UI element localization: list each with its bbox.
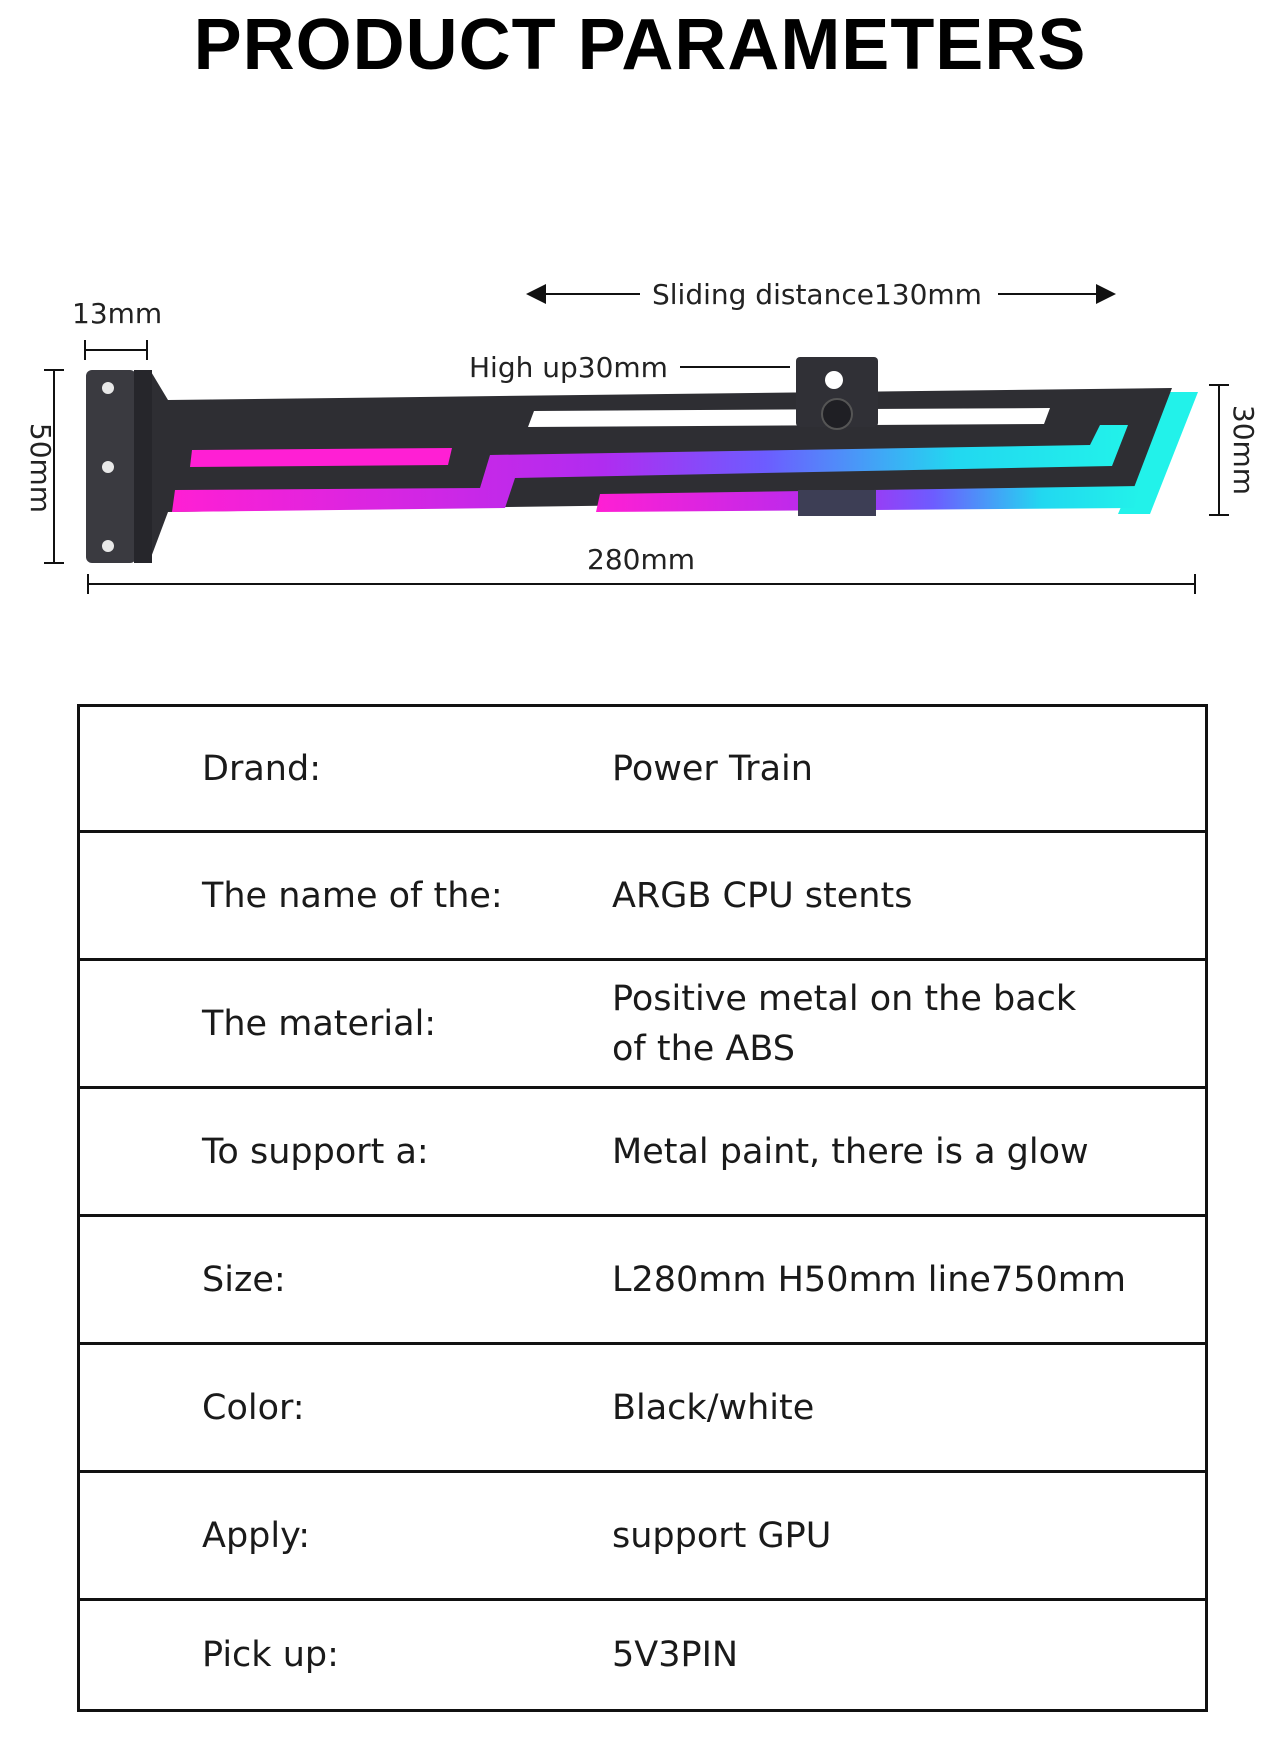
- screw-hole-bottom: [102, 540, 114, 552]
- product-dimension-diagram: Sliding distance130mm High up30mm 13mm 5…: [24, 278, 1260, 594]
- sliding-distance-label: Sliding distance130mm: [652, 278, 982, 311]
- spec-row-pickup: Pick up: 5V3PIN: [80, 1601, 1205, 1709]
- slider-block: [796, 357, 878, 427]
- spec-value-apply: support GPU: [612, 1515, 832, 1556]
- height-dimension: [44, 369, 64, 564]
- high-up-label: High up30mm: [469, 351, 668, 384]
- screw-hole-middle: [102, 461, 114, 473]
- spec-row-size: Size: L280mm H50mm line750mm: [80, 1217, 1205, 1345]
- spec-row-apply: Apply: support GPU: [80, 1473, 1205, 1601]
- arm-height-label: 30mm: [1227, 405, 1260, 495]
- spec-label-brand: Drand:: [202, 748, 321, 789]
- height-label: 50mm: [24, 423, 57, 513]
- spec-value-pickup: 5V3PIN: [612, 1635, 739, 1675]
- cyan-edge-glow: [1118, 392, 1198, 514]
- arm-height-dimension: [1209, 384, 1229, 516]
- spec-row-color: Color: Black/white: [80, 1345, 1205, 1473]
- length-label: 280mm: [587, 543, 695, 576]
- gpu-bracket-illustration: [86, 357, 1198, 563]
- glow-strip-upper: [190, 448, 452, 467]
- slider-knob: [821, 398, 853, 430]
- bracket-width-label: 13mm: [72, 297, 162, 330]
- bracket-width-dimension: [84, 340, 148, 360]
- spec-label-size: Size:: [202, 1259, 286, 1300]
- spec-label-name: The name of the:: [202, 875, 503, 916]
- spec-row-support: To support a: Metal paint, there is a gl…: [80, 1089, 1205, 1217]
- spec-label-apply: Apply:: [202, 1515, 311, 1556]
- spec-label-material: The material:: [202, 1003, 437, 1044]
- slider-block-bottom: [798, 490, 876, 516]
- slider-screw-hole: [825, 371, 843, 389]
- spec-row-brand: Drand: Power Train: [80, 707, 1205, 833]
- spec-value-material: Positive metal on the back of the ABS: [612, 978, 1077, 1069]
- screw-hole-top: [102, 382, 114, 394]
- spec-value-brand: Power Train: [612, 748, 813, 789]
- spec-value-size: L280mm H50mm line750mm: [612, 1259, 1126, 1300]
- length-dimension: [87, 574, 1196, 594]
- spec-row-name: The name of the: ARGB CPU stents: [80, 833, 1205, 961]
- spec-value-support: Metal paint, there is a glow: [612, 1131, 1089, 1172]
- spec-label-pickup: Pick up:: [202, 1635, 339, 1675]
- slide-slot: [528, 408, 1050, 427]
- spec-value-color: Black/white: [612, 1387, 815, 1428]
- spec-value-name: ARGB CPU stents: [612, 875, 913, 916]
- page-title: PRODUCT PARAMETERS: [193, 5, 1087, 85]
- spec-label-color: Color:: [202, 1387, 305, 1428]
- spec-label-support: To support a:: [202, 1131, 429, 1172]
- spec-row-material: The material: Positive metal on the back…: [80, 961, 1205, 1089]
- spec-table: Drand: Power Train The name of the: ARGB…: [77, 704, 1208, 1712]
- glow-strip-main: [172, 425, 1128, 512]
